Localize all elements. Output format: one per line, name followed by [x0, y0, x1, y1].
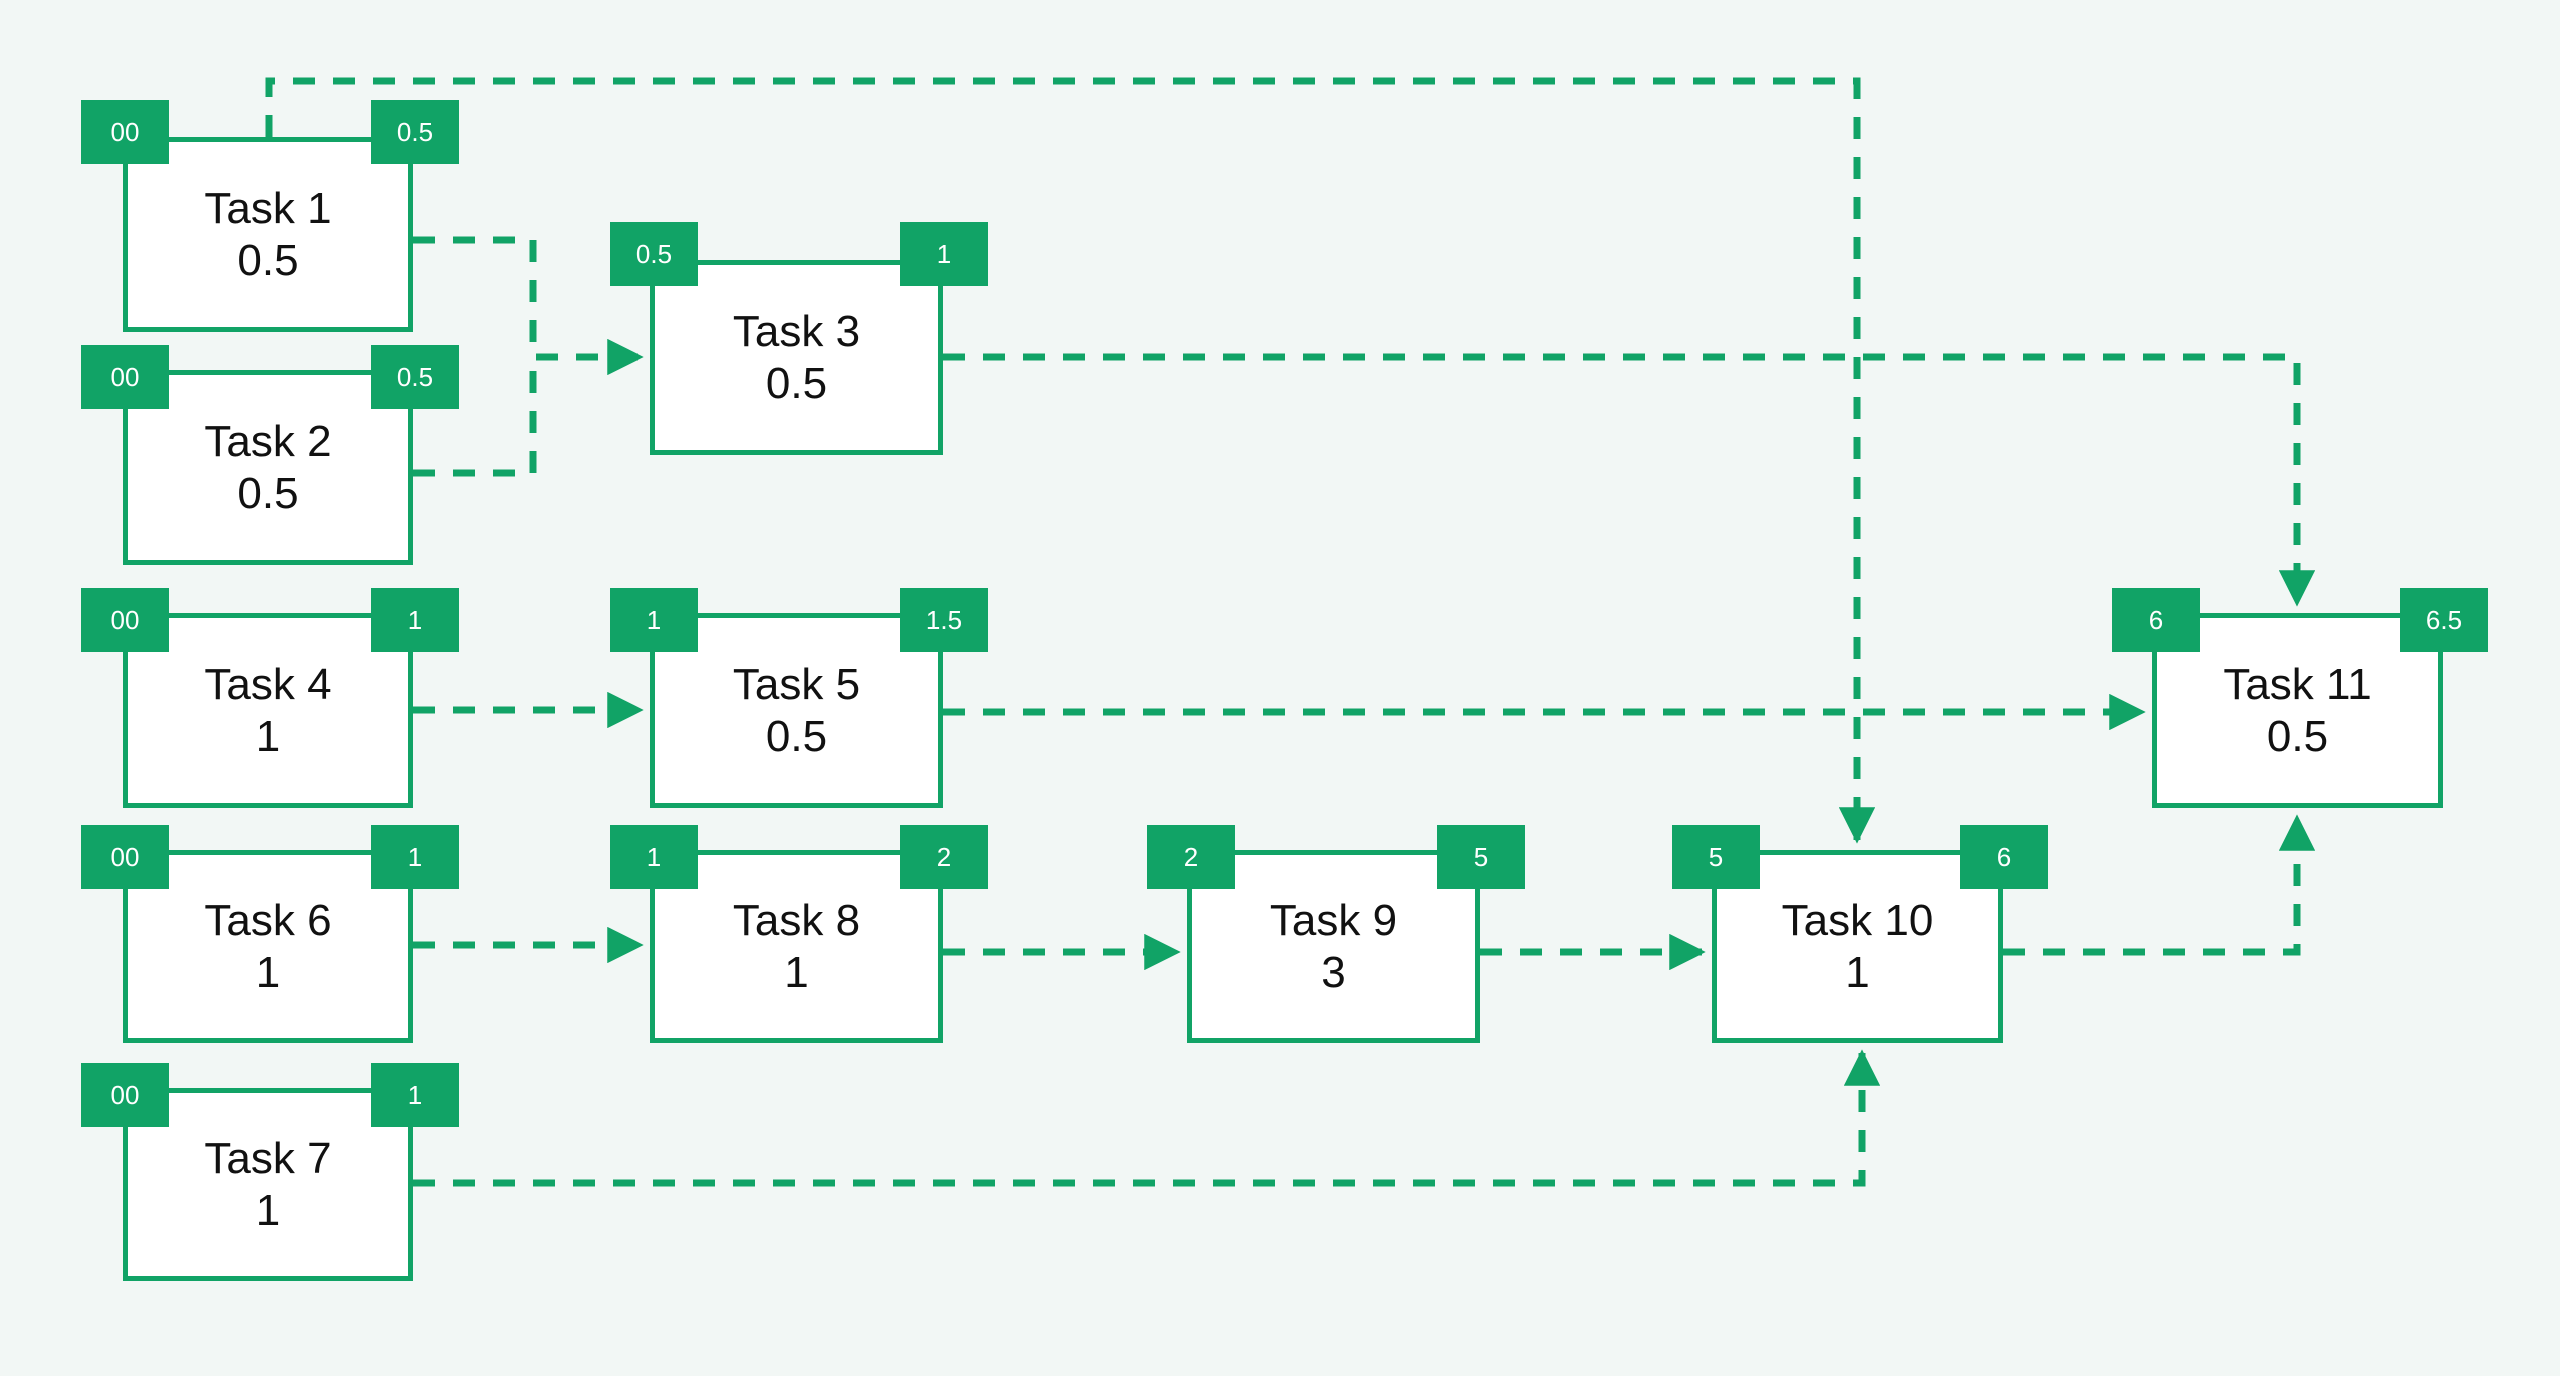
node-task8-duration: 1: [784, 947, 809, 997]
node-task9-duration: 3: [1321, 947, 1346, 997]
node-task11-early-finish: 6.5: [2400, 588, 2488, 652]
node-task11-label: Task 11: [2223, 659, 2372, 709]
node-task10-label: Task 10: [1781, 895, 1934, 945]
node-task8-label: Task 8: [732, 895, 861, 945]
node-task8[interactable]: Task 8 1: [650, 850, 943, 1043]
node-task8-early-start: 1: [610, 825, 698, 889]
node-task10-early-start: 5: [1672, 825, 1760, 889]
node-task1-early-start: 00: [81, 100, 169, 164]
node-task7-duration: 1: [255, 1185, 281, 1235]
node-task5-duration: 0.5: [765, 711, 828, 761]
node-task7[interactable]: Task 7 1: [123, 1088, 413, 1281]
node-task4-early-finish: 1: [371, 588, 459, 652]
edge-task3-task11: [943, 353, 2316, 607]
node-task3-duration: 0.5: [765, 358, 828, 408]
node-task2-early-start: 00: [81, 345, 169, 409]
node-task2-early-finish: 0.5: [371, 345, 459, 409]
node-task3[interactable]: Task 3 0.5: [650, 260, 943, 455]
node-task6-early-finish: 1: [371, 825, 459, 889]
node-task4-early-start: 00: [81, 588, 169, 652]
node-task9-early-finish: 5: [1437, 825, 1525, 889]
node-task6[interactable]: Task 6 1: [123, 850, 413, 1043]
node-task11[interactable]: Task 11 0.5: [2152, 613, 2443, 808]
edge-task1-task3: [413, 236, 644, 376]
node-task5-early-start: 1: [610, 588, 698, 652]
node-task9-early-start: 2: [1147, 825, 1235, 889]
node-task10[interactable]: Task 10 1: [1712, 850, 2003, 1043]
node-task7-early-finish: 1: [371, 1063, 459, 1127]
node-task3-label: Task 3: [732, 306, 861, 356]
node-task7-early-start: 00: [81, 1063, 169, 1127]
edge-task1-task10: [265, 77, 1876, 844]
node-task10-early-finish: 6: [1960, 825, 2048, 889]
node-task6-early-start: 00: [81, 825, 169, 889]
node-task6-label: Task 6: [204, 895, 332, 945]
node-task11-early-start: 6: [2112, 588, 2200, 652]
node-task1[interactable]: Task 1 0.5: [123, 137, 413, 332]
node-task7-label: Task 7: [204, 1133, 332, 1183]
node-task8-early-finish: 2: [900, 825, 988, 889]
node-task3-early-finish: 1: [900, 222, 988, 286]
node-task4-duration: 1: [255, 711, 281, 761]
node-task10-duration: 1: [1845, 947, 1870, 997]
node-task9-label: Task 9: [1269, 895, 1398, 945]
node-task1-label: Task 1: [204, 183, 332, 233]
node-task1-duration: 0.5: [237, 235, 299, 285]
edge-task7-task10: [413, 1049, 1881, 1187]
node-task3-early-start: 0.5: [610, 222, 698, 286]
node-task4-label: Task 4: [204, 659, 332, 709]
node-task9[interactable]: Task 9 3: [1187, 850, 1480, 1043]
node-task5-label: Task 5: [732, 659, 861, 709]
node-task6-duration: 1: [255, 947, 281, 997]
node-task2-label: Task 2: [204, 416, 332, 466]
node-task5-early-finish: 1.5: [900, 588, 988, 652]
node-task1-early-finish: 0.5: [371, 100, 459, 164]
node-task2-duration: 0.5: [237, 468, 299, 518]
node-task11-duration: 0.5: [2266, 711, 2329, 761]
